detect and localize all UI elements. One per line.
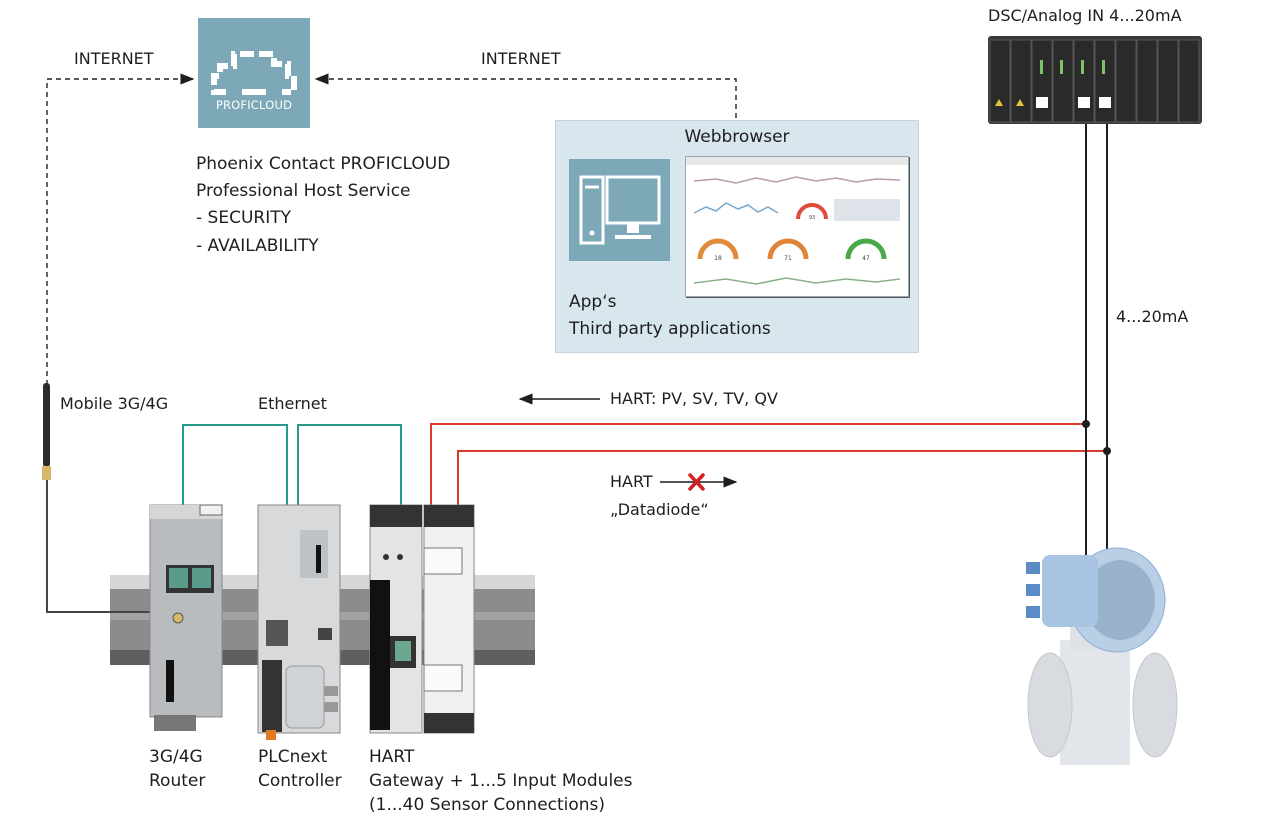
mobile-label: Mobile 3G/4G [60,394,169,413]
router-label: 3G/4G Router [149,746,205,794]
gauge-value: 18 [714,255,722,262]
hart-values-label: HART: PV, SV, TV, QV [610,389,778,408]
proficloud-tile[interactable]: PROFICLOUD [198,18,310,128]
router-device [149,504,223,731]
internet-label-left: INTERNET [74,49,154,68]
plc-label-line: Controller [258,770,342,791]
description-line: Phoenix Contact PROFICLOUD [196,154,451,174]
junction-dot [1082,420,1090,428]
plc-label: PLCnext Controller [258,746,342,794]
hart-label-line: Gateway + 1...5 Input Modules [369,770,633,791]
dashboard-screenshot: 93 18 71 47 [685,156,909,297]
router-label-line: Router [149,770,206,791]
hart-line-1 [430,423,1086,505]
gauge-value: 71 [784,255,792,262]
datadiode-label: „Datadiode“ [610,500,709,519]
internet-link-right [314,73,737,118]
proficloud-description: Phoenix Contact PROFICLOUD Professional … [196,151,450,260]
proficloud-label: PROFICLOUD [215,98,293,112]
gauge-value: 93 [809,215,815,221]
ethernet-link-1 [182,424,288,562]
hart-gateway-label: HART Gateway + 1...5 Input Modules (1...… [369,746,633,817]
flowmeter-device [1026,547,1178,765]
hart-label-line: (1...40 Sensor Connections) [369,794,606,815]
hart-blocked-label: HART [610,472,653,491]
webbrowser-title: Webbrowser [684,127,790,147]
plcnext-device [257,504,341,740]
dsc-rack [988,36,1202,124]
junction-dot [1103,447,1111,455]
gauge-value: 47 [862,255,870,262]
description-line: Professional Host Service [196,181,411,202]
dsc-label: DSC/Analog IN 4...20mA [988,6,1182,25]
internet-label-right: INTERNET [481,49,561,68]
cloud-network-icon [211,51,297,95]
internet-link-left [46,73,195,385]
plc-label-line: PLCnext [258,747,328,767]
hart-gateway-device [369,504,475,734]
apps-line: App‘s [569,292,617,312]
webbrowser-panel[interactable]: Webbrowser 93 18 71 47 App‘s [555,120,919,353]
description-line: - SECURITY [196,208,291,229]
x-mark-icon [688,473,705,491]
antenna [42,383,51,480]
desktop-computer-icon [569,159,670,261]
ethernet-link-2 [297,424,402,505]
router-label-line: 3G/4G [149,747,203,767]
apps-label: App‘s Third party applications [569,289,771,343]
antenna-cable [46,480,175,613]
hart-label-line: HART [369,747,415,767]
ethernet-label: Ethernet [258,394,327,413]
apps-line: Third party applications [569,319,771,340]
hart-line-2 [457,450,1107,505]
current-loop-label: 4...20mA [1116,307,1189,326]
description-line: - AVAILABILITY [196,235,319,256]
